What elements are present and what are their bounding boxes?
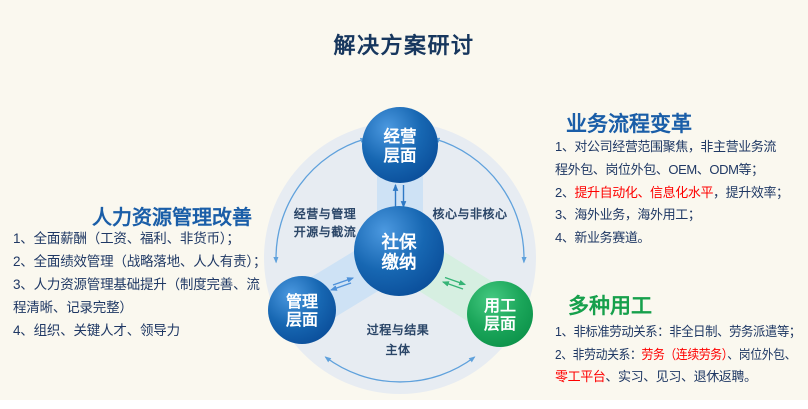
circle-management-level	[268, 276, 336, 344]
text-line: 1、全面薪酬（工资、福利、非货币）；	[13, 231, 240, 246]
exchange-arrows-center-right-icon	[441, 276, 467, 290]
text-line: 4、新业务赛道。	[555, 230, 651, 246]
text-line: 2、非劳动关系：劳务（连续劳务）、岗位外包、	[555, 346, 797, 362]
bottom-strip	[0, 400, 808, 409]
circle-social-insurance	[354, 206, 444, 296]
circle-center-label-line2: 缴纳	[382, 252, 417, 272]
text-line: 1、对公司经营范围聚焦，非主营业务流	[555, 139, 777, 154]
exchange-arrows-top-center-icon	[392, 183, 407, 209]
circle-right-label-line2: 层面	[484, 315, 516, 333]
text-line: 1、非标准劳动关系：非全日制、劳务派遣等；	[555, 324, 801, 339]
slide: 解决方案研讨 人力资源管理改善 1、全面薪酬（工资、福利、非货币）； 2、全面绩…	[0, 0, 808, 400]
text-line: 2、提升自动化、信息化水平，提升效率；	[555, 184, 789, 200]
left-section-body: 1、全面薪酬（工资、福利、非货币）； 2、全面绩效管理（战略落地、人人有责）； …	[13, 227, 266, 342]
ring-arrow-bottom-icon	[324, 356, 476, 383]
label-right-line1: 核心与非核心	[432, 206, 507, 221]
right-bottom-section-heading: 多种用工	[568, 295, 652, 318]
text-line: 程清晰、记录完整）	[13, 300, 133, 315]
text-line: 3、海外业务，海外用工；	[555, 207, 701, 223]
ring-arrow-upper-right-icon	[433, 137, 527, 264]
right-bottom-section-body: 1、非标准劳动关系：非全日制、劳务派遣等； 2、非劳动关系：劳务（连续劳务）、岗…	[555, 321, 808, 389]
circle-business-level	[362, 107, 438, 183]
ring-arrow-upper-left-icon	[273, 137, 367, 264]
exchange-arrows-center-left-icon	[329, 277, 355, 291]
page-title: 解决方案研讨	[333, 33, 475, 58]
text-line: 2、全面绩效管理（战略落地、人人有责）；	[13, 254, 267, 269]
text-line: 4、组织、关键人才、领导力	[13, 323, 180, 338]
circle-center-label-line1: 社保	[381, 232, 417, 252]
text-line: 零工平台、实习、见习、退休返聘。	[555, 369, 757, 384]
label-left-line1: 经营与管理	[294, 206, 357, 221]
cycle-diagram: 经营 层面 社保 缴纳 管理 层面 用工 层面 经营与管理 开源与截流 核心与非…	[264, 107, 536, 394]
left-section-heading: 人力资源管理改善	[92, 207, 252, 229]
circle-right-label-line1: 用工	[484, 297, 516, 315]
circle-left-label-line1: 管理	[286, 292, 318, 311]
label-bottom-line1: 过程与结果	[367, 322, 430, 337]
text-line: 3、人力资源管理基础提升（制度完善、流	[13, 277, 260, 292]
circle-top-label-line1: 经营	[384, 126, 417, 146]
label-left-line2: 开源与截流	[294, 224, 357, 239]
right-top-section-heading: 业务流程变革	[566, 113, 692, 136]
circle-top-label-line2: 层面	[384, 146, 417, 165]
circle-employment-level	[467, 281, 533, 347]
circle-left-label-line2: 层面	[286, 311, 318, 329]
label-bottom-line2: 主体	[385, 342, 411, 357]
right-top-section-body: 1、对公司经营范围聚焦，非主营业务流 程外包、岗位外包、OEM、ODM等； 2、…	[555, 136, 789, 250]
text-line: 程外包、岗位外包、OEM、ODM等；	[555, 161, 764, 177]
